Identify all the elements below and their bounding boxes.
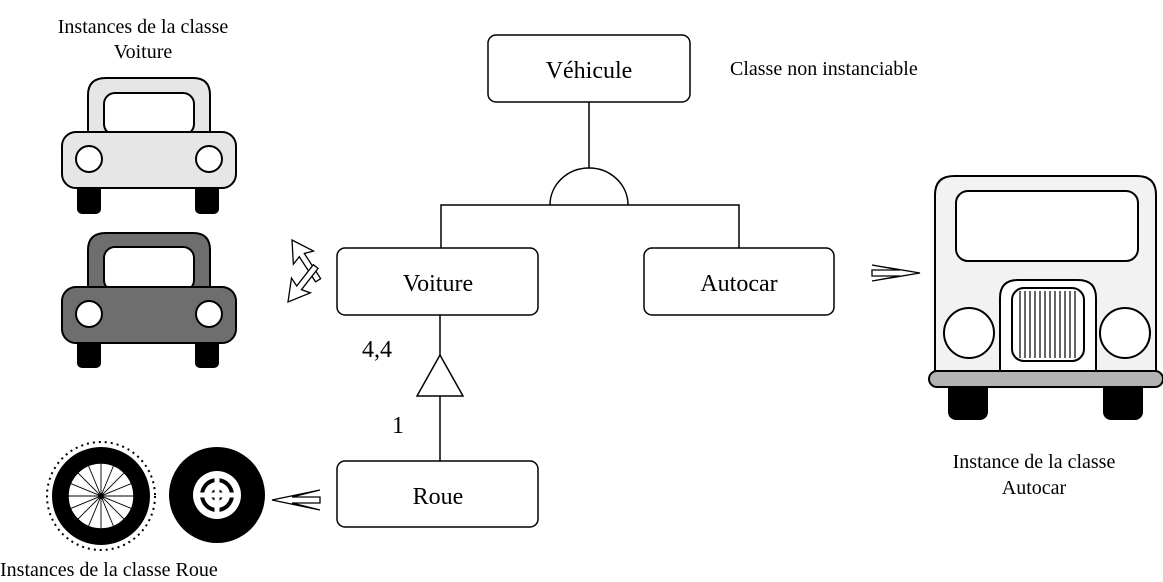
- composition-link: [415, 315, 465, 461]
- non-instanciable-note: Classe non instanciable: [730, 58, 918, 80]
- class-vehicule-label: Véhicule: [546, 58, 633, 84]
- class-autocar-label: Autocar: [700, 271, 777, 297]
- roue-instances-caption: Instances de la classe Roue: [0, 559, 218, 581]
- autocar-instance-caption-line2: Autocar: [1002, 477, 1067, 499]
- bus-icon: [928, 175, 1163, 420]
- light-car-icon: [61, 77, 237, 214]
- tire-wheel-icon: [169, 447, 265, 543]
- autocar-to-bus-arrow: [871, 264, 921, 282]
- roue-to-wheels-arrow: [271, 489, 321, 511]
- spoked-wheel-icon: [46, 441, 156, 551]
- inheritance-connector: [440, 102, 740, 248]
- class-autocar: Autocar: [643, 247, 835, 316]
- voiture-instances-caption-line2: Voiture: [114, 41, 173, 63]
- voiture-to-dark-car-arrow: [287, 263, 319, 304]
- class-voiture: Voiture: [336, 247, 539, 316]
- dark-car-icon: [61, 232, 237, 368]
- cardinality-top: 4,4: [362, 337, 392, 363]
- class-voiture-label: Voiture: [403, 271, 473, 297]
- class-vehicule: Véhicule: [487, 34, 691, 103]
- autocar-instance-caption-line1: Instance de la classe: [953, 451, 1116, 473]
- cardinality-bottom: 1: [392, 413, 404, 439]
- voiture-instances-caption-line1: Instances de la classe: [58, 16, 229, 38]
- class-roue: Roue: [336, 460, 539, 528]
- class-roue-label: Roue: [413, 484, 464, 510]
